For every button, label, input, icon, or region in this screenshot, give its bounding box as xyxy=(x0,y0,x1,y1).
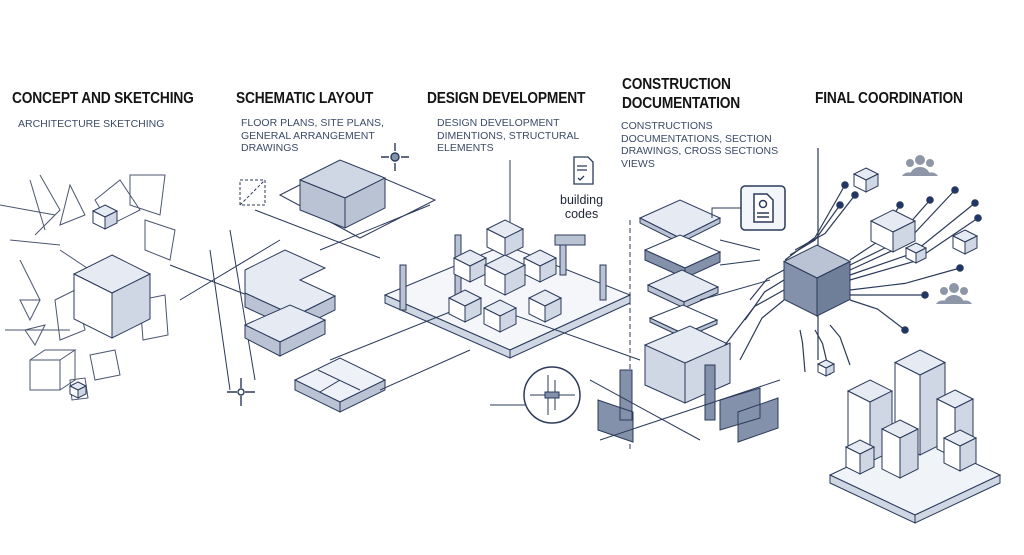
circuit-node xyxy=(901,326,909,334)
circuit-node xyxy=(926,196,934,204)
team-icon xyxy=(902,155,972,304)
stage-title-construction: CONSTRUCTION DOCUMENTATION xyxy=(622,76,741,112)
circuit-node xyxy=(841,181,849,189)
circuit-trace xyxy=(849,299,906,331)
cube xyxy=(844,439,876,475)
concept-sketches xyxy=(0,174,176,401)
cube xyxy=(447,289,483,323)
cube xyxy=(72,254,152,339)
circuit-node xyxy=(974,214,982,222)
detail-magnifier xyxy=(490,366,581,424)
cube xyxy=(482,299,518,333)
circuit-node xyxy=(951,186,959,194)
cube xyxy=(904,242,928,264)
move-arrows-icon xyxy=(227,143,409,406)
stage-desc-design: DESIGN DEVELOPMENT DIMENTIONS, STRUCTURA… xyxy=(437,117,580,154)
cube xyxy=(869,209,917,253)
circuit-trace xyxy=(724,289,785,346)
circuit-node xyxy=(896,201,904,209)
cube xyxy=(880,419,920,479)
circuit-node xyxy=(851,191,859,199)
circuit-node xyxy=(836,201,844,209)
cube xyxy=(68,381,88,399)
schematic-plans xyxy=(169,159,437,413)
circuit-trace xyxy=(739,299,785,361)
final-coordination-hub xyxy=(724,148,982,376)
cube xyxy=(951,229,979,255)
circuit-trace xyxy=(799,329,806,373)
circuit-trace xyxy=(794,194,856,251)
final-cubes xyxy=(782,167,979,377)
cube xyxy=(483,254,527,296)
cube xyxy=(852,167,880,193)
cube xyxy=(816,359,836,377)
cube xyxy=(527,289,563,323)
cube xyxy=(91,204,119,230)
stage-title-schematic: SCHEMATIC LAYOUT xyxy=(236,90,374,107)
construction-exploded-layers xyxy=(589,199,781,450)
cube xyxy=(522,249,558,283)
circuit-lines xyxy=(724,181,982,376)
circuit-trace xyxy=(829,324,851,366)
stage-title-final: FINAL COORDINATION xyxy=(815,90,963,107)
circuit-node xyxy=(956,264,964,272)
circuit-trace xyxy=(849,267,961,291)
cube xyxy=(942,429,978,472)
circuit-trace xyxy=(749,269,785,301)
stage-title-design: DESIGN DEVELOPMENT xyxy=(427,90,586,107)
stage-desc-construction: CONSTRUCTIONS DOCUMENTATIONS, SECTION DR… xyxy=(621,120,779,170)
circuit-trace xyxy=(784,184,846,261)
stage-desc-schematic: FLOOR PLANS, SITE PLANS, GENERAL ARRANGE… xyxy=(241,117,384,154)
city-blocks xyxy=(844,349,978,479)
stage-desc-concept: ARCHITECTURE SKETCHING xyxy=(18,118,165,130)
document-chart-icon xyxy=(711,185,786,231)
circuit-node xyxy=(971,199,979,207)
cube xyxy=(452,249,488,283)
design-cubes xyxy=(447,219,563,333)
building-codes-label: building codes xyxy=(560,193,604,221)
cube xyxy=(485,219,525,257)
circuit-trace xyxy=(744,279,785,321)
circuit-node xyxy=(921,291,929,299)
document-check-icon xyxy=(573,156,594,185)
cube xyxy=(782,244,852,317)
stage-title-concept: CONCEPT AND SKETCHING xyxy=(12,90,194,107)
